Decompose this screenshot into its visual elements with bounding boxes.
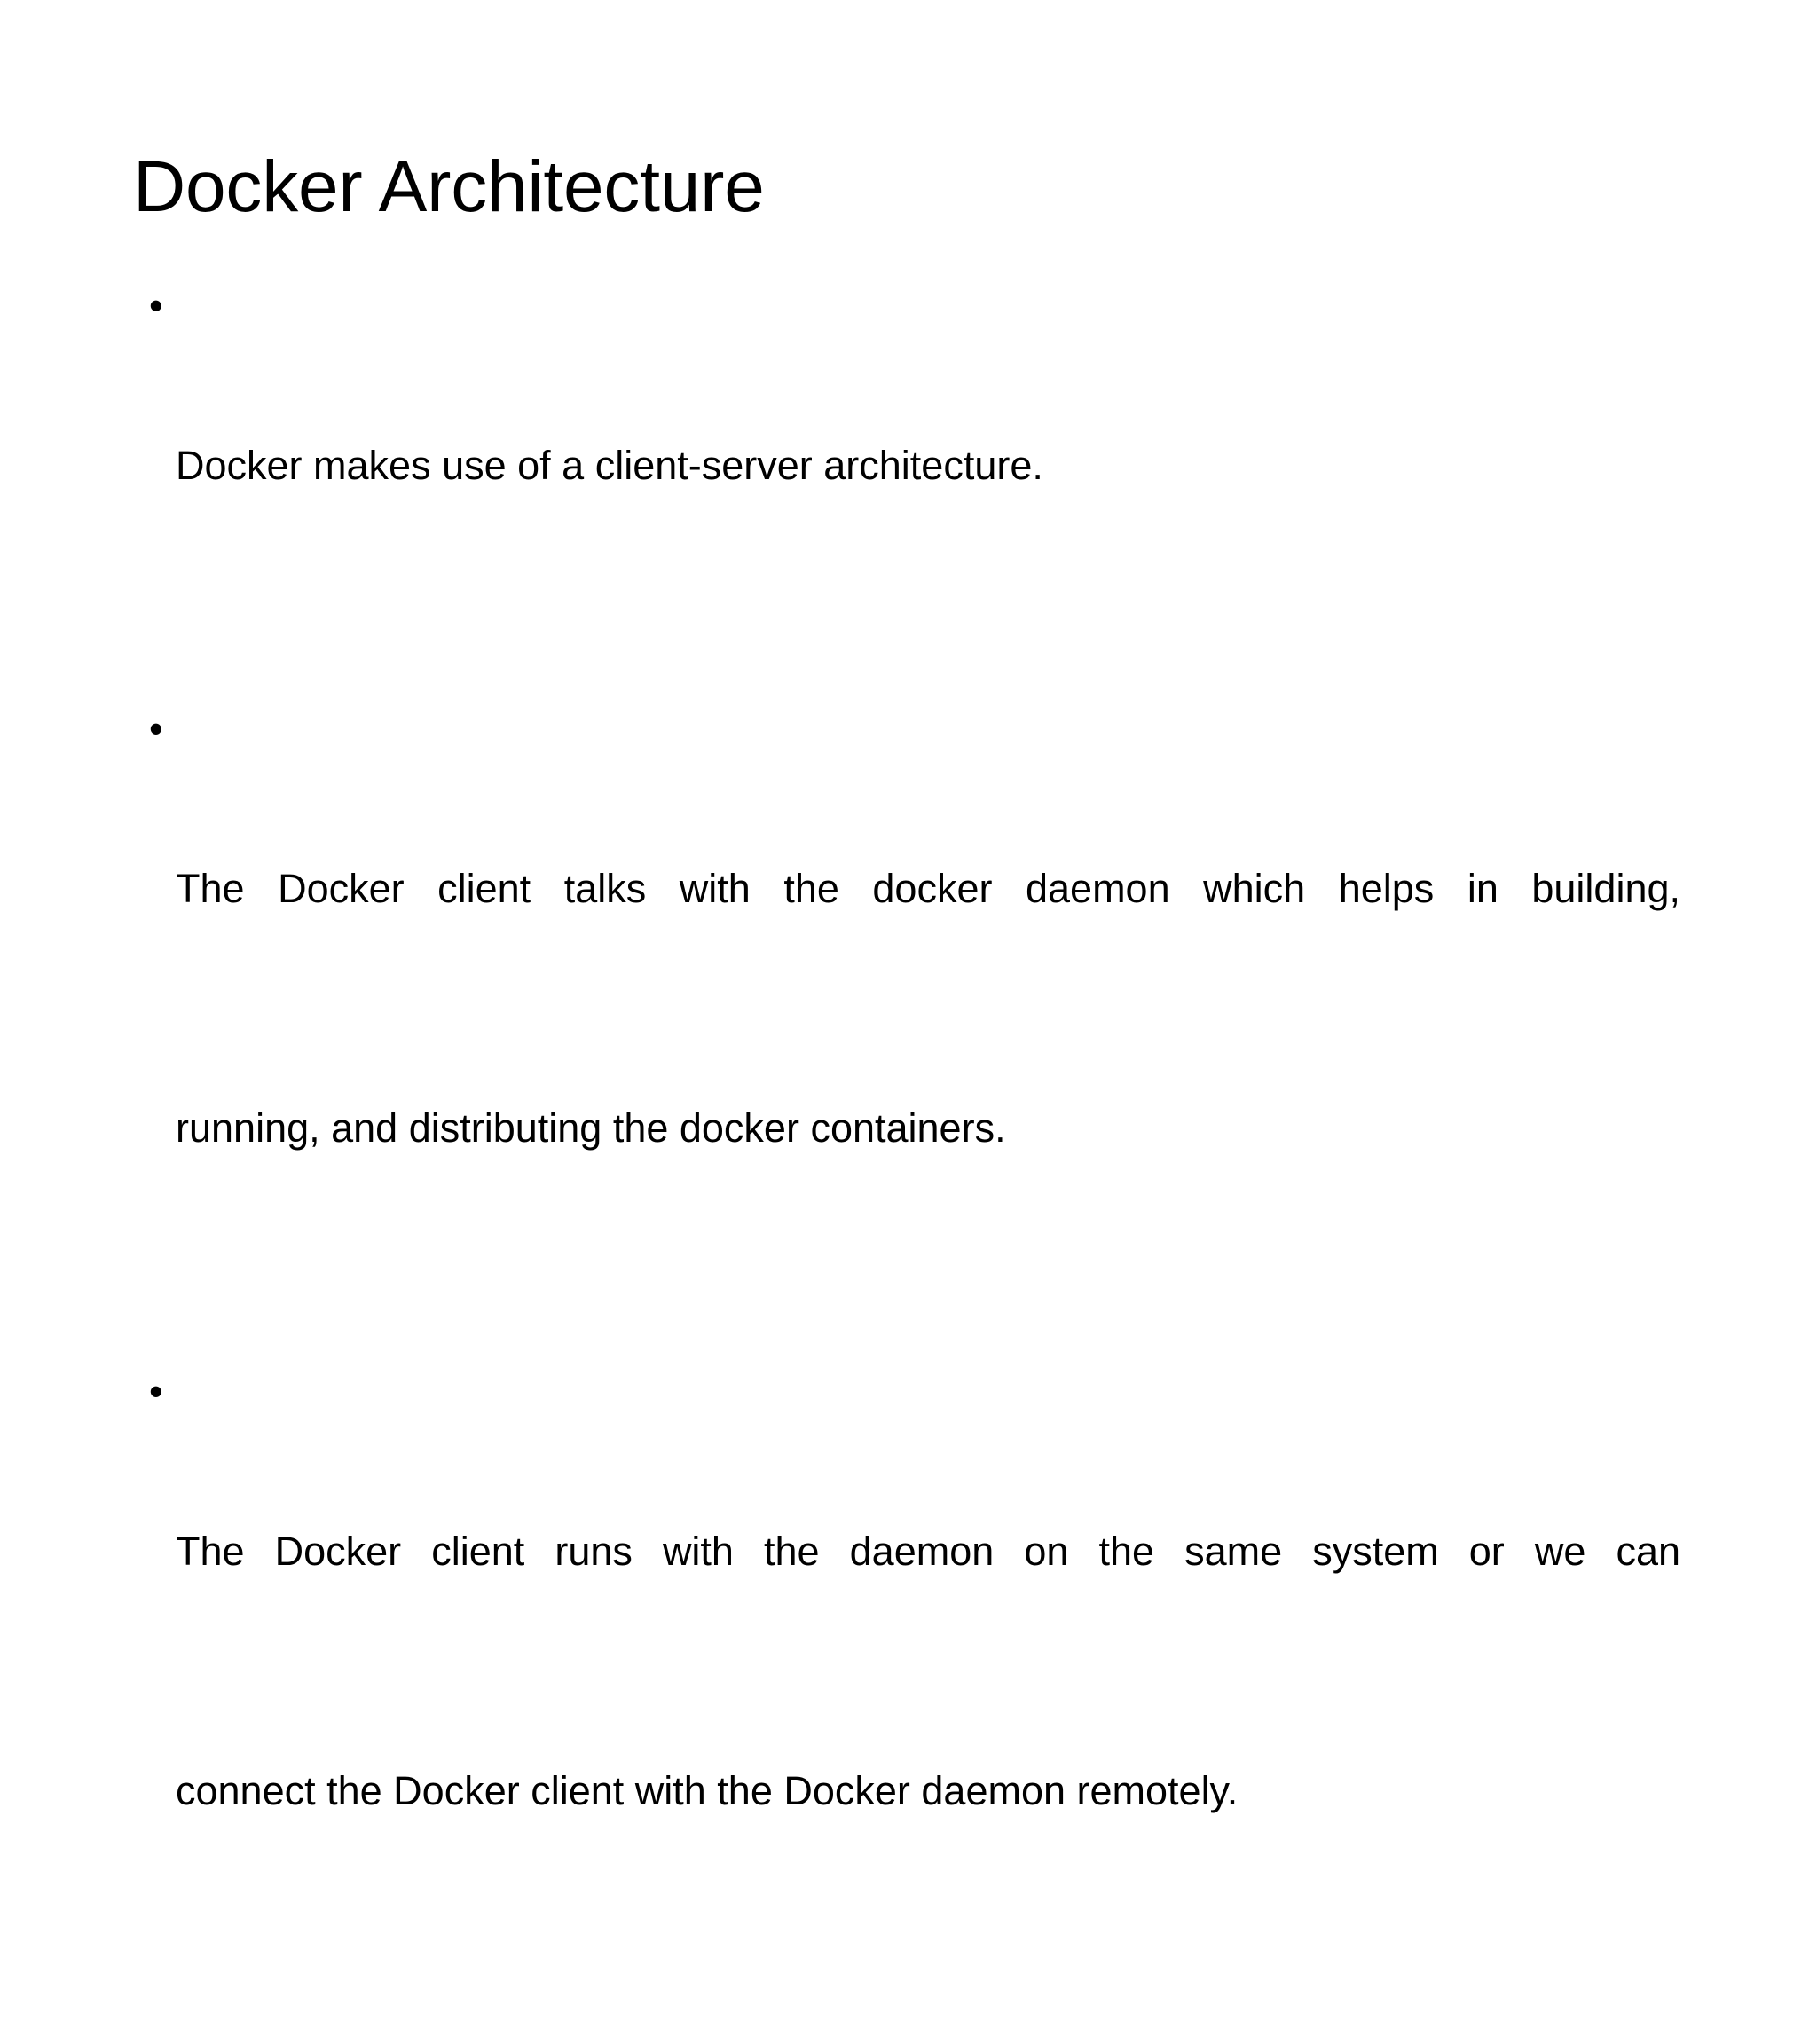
bullet-text-line: running, and distributing the docker con…	[176, 1105, 1006, 1151]
bullet-text-4: With the help of REST API over a UNIX so…	[176, 2015, 1680, 2044]
bullet-text-2: The Docker client talks with the docker …	[176, 689, 1680, 1328]
bullet-list-item-1[interactable]: • Docker makes use of a client-server ar…	[149, 266, 1680, 665]
bullet-text-1: Docker makes use of a client-server arch…	[176, 266, 1680, 665]
bullet-text-line: The Docker client runs with the daemon o…	[176, 1529, 1680, 1574]
bullet-point-icon: •	[149, 283, 163, 328]
bullet-text-line: Docker makes use of a client-server arch…	[176, 443, 1043, 488]
presentation-slide: Docker Architecture • Docker makes use o…	[133, 145, 1680, 2044]
bullet-list-item-3[interactable]: • The Docker client runs with the daemon…	[149, 1352, 1680, 1991]
bullet-point-icon: •	[149, 1369, 163, 1414]
bullet-list-item-4[interactable]: • With the help of REST API over a UNIX …	[149, 2015, 1680, 2044]
bullet-text-line: The Docker client talks with the docker …	[176, 866, 1680, 911]
bullet-point-icon: •	[149, 706, 163, 751]
bullet-point-icon: •	[149, 2015, 176, 2044]
slide-body-content: • Docker makes use of a client-server ar…	[149, 266, 1680, 2044]
bullet-text-3: The Docker client runs with the daemon o…	[176, 1352, 1680, 1991]
bullet-list-item-2[interactable]: • The Docker client talks with the docke…	[149, 689, 1680, 1328]
bullet-text-line: connect the Docker client with the Docke…	[176, 1768, 1239, 1813]
slide-title: Docker Architecture	[133, 145, 765, 227]
